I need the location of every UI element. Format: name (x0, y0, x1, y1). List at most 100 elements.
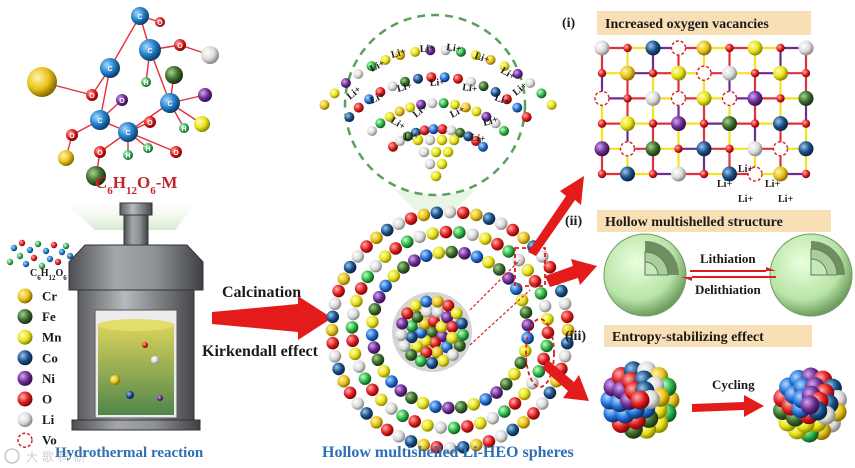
small-formula: C6H12O6 (30, 268, 67, 282)
zoom-core-ball (449, 135, 460, 146)
lattice-metal (697, 141, 712, 156)
lattice-oxygen (802, 170, 810, 178)
core-ball (432, 296, 444, 308)
shell-ball (346, 334, 359, 347)
lattice-li-label: Li+ (717, 179, 732, 190)
step-calcination: Calcination (222, 284, 301, 301)
shell-ball (506, 424, 519, 437)
shell-ball (337, 273, 350, 286)
shell-ball (500, 378, 513, 391)
lattice-li-label: Li+ (778, 194, 793, 205)
shell-ball (405, 212, 418, 225)
shell-ball (375, 394, 388, 407)
oxygen-vacancy (774, 142, 788, 156)
zoom-core-ball (437, 159, 448, 170)
shell-ball (498, 405, 511, 418)
legend-label-li: Li (42, 412, 55, 427)
shell-ball (520, 306, 533, 319)
step-kirkendall: Kirkendall effect (202, 343, 319, 360)
shell-ball (347, 308, 360, 321)
lattice-metal (799, 141, 814, 156)
sphere-lithiated (604, 234, 686, 316)
shell-ball (445, 246, 458, 259)
mini-atom (27, 247, 33, 253)
oxygen-vacancy-lattice: Li+Li+Li+Li+Li+ (595, 41, 814, 206)
shell-ball (517, 416, 530, 429)
shell-ball (474, 417, 487, 430)
lattice-metal (748, 91, 763, 106)
oxygen-vacancy (595, 91, 609, 105)
shell-ball (479, 393, 492, 406)
shell-ball (361, 271, 374, 284)
mini-atom (47, 256, 53, 262)
mini-atom (19, 240, 25, 246)
lattice-metal (773, 116, 788, 131)
shell-ball (482, 256, 495, 269)
atom-label: O (177, 43, 183, 50)
shell-ball (344, 386, 357, 399)
lattice-oxygen (598, 69, 606, 77)
zoom-li-label: Li+ (470, 132, 487, 145)
lattice-li-label: Li+ (738, 194, 753, 205)
shell-ball (378, 365, 391, 378)
lattice-oxygen (776, 94, 784, 102)
lattice-metal (799, 91, 814, 106)
shell-ball (366, 383, 379, 396)
atom-label: O (97, 150, 103, 157)
sphere-delithiated (770, 234, 852, 316)
shell-ball (353, 360, 366, 373)
shell-ball (346, 321, 359, 334)
legend-label-fe: Fe (42, 309, 56, 324)
lattice-metal (799, 41, 814, 56)
oxygen-vacancy (697, 66, 711, 80)
shell-ball (502, 245, 515, 258)
zoom-ball (499, 126, 509, 136)
zoom-ball (547, 100, 557, 110)
zoom-li-label: Li+ (419, 43, 435, 55)
shell-ball (434, 421, 447, 434)
shell-ball (514, 357, 527, 370)
shell-ball (417, 397, 430, 410)
zoom-ball (420, 125, 430, 135)
lattice-metal (671, 116, 686, 131)
shell-ball (453, 226, 466, 239)
shell-ball (405, 391, 418, 404)
shell-ball (429, 400, 442, 413)
panel-ii-roman: (ii) (565, 214, 582, 229)
shell-ball (486, 412, 499, 425)
shell-ball (526, 377, 539, 390)
molecule-atom (198, 88, 212, 102)
lattice-li-label: Li+ (738, 164, 753, 175)
zoom-core-ball (431, 171, 442, 182)
shell-ball (413, 231, 426, 244)
lattice-oxygen (649, 69, 657, 77)
shell-ball (359, 372, 372, 385)
shell-ball (379, 250, 392, 263)
zoom-ball (427, 98, 437, 108)
lattice-metal (722, 66, 737, 81)
zoom-ball (367, 126, 377, 136)
shell-ball (360, 240, 373, 253)
legend-swatch-o (18, 392, 33, 407)
shell-ball (461, 420, 474, 433)
atom-label: H (181, 126, 186, 133)
shell-ball (493, 263, 506, 276)
zoom-li-label: Li+ (429, 77, 445, 89)
shell-ball (517, 231, 530, 244)
shell-ball (408, 415, 421, 428)
lattice-metal (646, 41, 661, 56)
autoclave-reactor (69, 203, 203, 430)
shell-ball (366, 328, 379, 341)
molecule-formula: C6H12O6-M (95, 173, 177, 197)
legend-swatch-mn (18, 330, 33, 345)
shell-ball (495, 430, 508, 443)
lattice-metal (748, 141, 763, 156)
shell-ball (326, 337, 339, 350)
shell-ball (369, 303, 382, 316)
shell-ball (385, 402, 398, 415)
lattice-oxygen (700, 119, 708, 127)
shell-ball (381, 224, 394, 237)
molecule-atom (27, 67, 57, 97)
legend-swatch-co (18, 350, 33, 365)
zoom-li-label: Li+ (446, 42, 463, 55)
